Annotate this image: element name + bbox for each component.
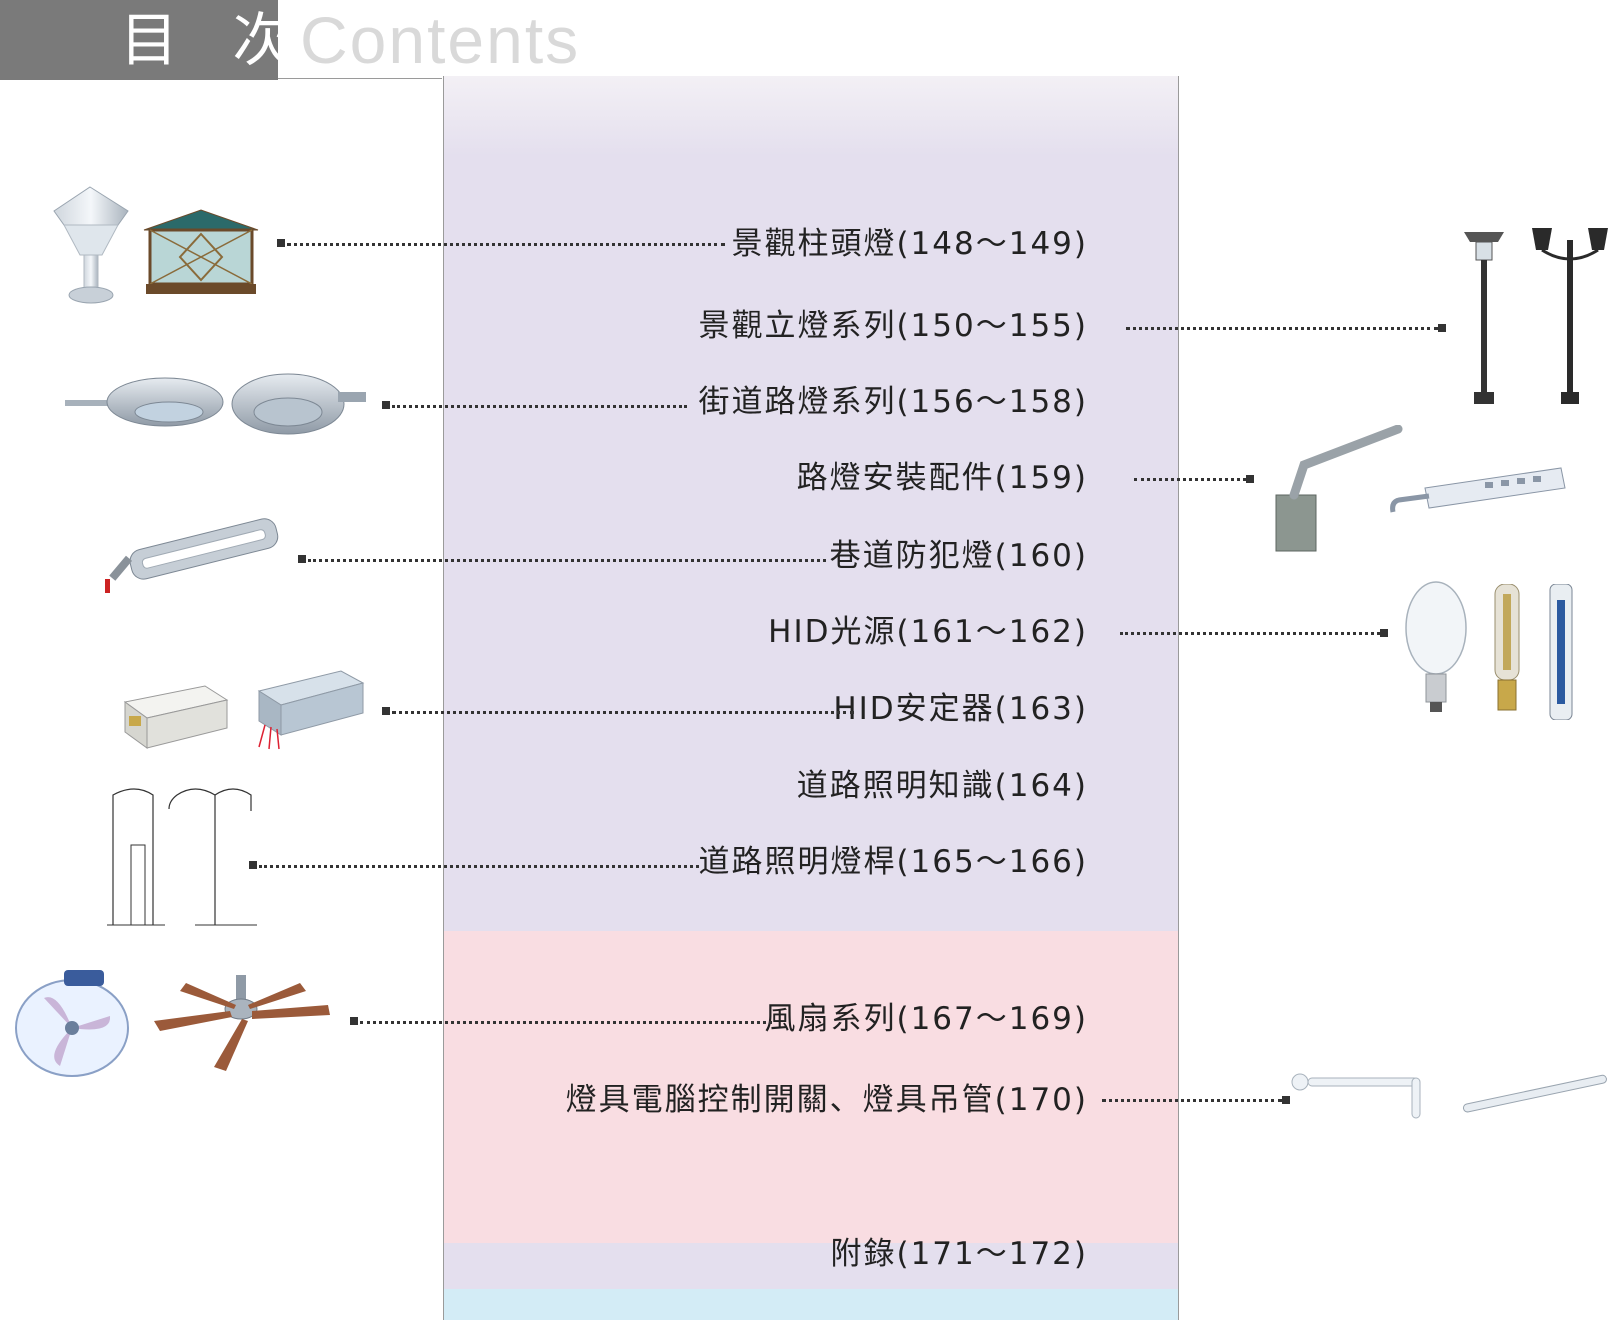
leader-line <box>308 559 826 562</box>
toc-entry-road-lighting-knowledge[interactable]: 道路照明知識(164) <box>796 768 1088 804</box>
ceiling-fan-icon <box>154 975 330 1071</box>
hid-bulb-icon <box>1549 584 1573 720</box>
toc-entry-hid-light-source[interactable]: HID光源(161～162) <box>768 614 1088 650</box>
hanging-pipe-icon <box>1462 1074 1607 1113</box>
leader-marker <box>298 555 306 563</box>
lamp-bracket-icon <box>1390 467 1566 513</box>
toc-entry-hid-ballast[interactable]: HID安定器(163) <box>833 691 1088 727</box>
header-box <box>0 0 278 80</box>
band-fans <box>444 931 1178 1243</box>
leader-marker <box>249 861 257 869</box>
toc-entry-alley-lamp[interactable]: 巷道防犯燈(160) <box>829 538 1088 574</box>
page-title: 目 次 <box>120 6 309 74</box>
band-lighting <box>444 76 1178 931</box>
toc-entry-fans[interactable]: 風扇系列(167～169) <box>764 1001 1088 1037</box>
leader-marker <box>1246 475 1254 483</box>
column-head-lamp-icon <box>53 186 129 304</box>
leader-line <box>1120 632 1380 635</box>
leader-marker <box>350 1017 358 1025</box>
alley-lamp-icon <box>105 518 279 593</box>
street-lamp-head-icon <box>231 373 366 435</box>
lamp-bracket-icon <box>1275 425 1403 552</box>
leader-line <box>1102 1099 1282 1102</box>
toc-entry-appendix[interactable]: 附錄(171～172) <box>830 1236 1088 1272</box>
band-spacer <box>444 1243 1178 1289</box>
hid-bulb-icon <box>1405 581 1467 712</box>
contents-panel <box>443 76 1179 1320</box>
leader-marker <box>1438 324 1446 332</box>
band-appendix <box>444 1289 1178 1320</box>
ballast-icon <box>257 670 365 750</box>
leader-marker <box>382 401 390 409</box>
toc-entry-landscape-pole-lamp[interactable]: 景觀立燈系列(150～155) <box>698 308 1088 344</box>
street-lamp-head-icon <box>65 377 224 427</box>
lamp-pole-drawing-icon <box>107 788 257 926</box>
page-subtitle: Contents <box>300 3 581 77</box>
leader-line <box>392 405 687 408</box>
leader-line <box>360 1021 772 1024</box>
hanging-pipe-icon <box>1291 1073 1421 1119</box>
garden-pole-lamp-icon <box>1532 228 1608 404</box>
pillar-lantern-icon <box>143 209 259 294</box>
leader-line <box>1126 327 1438 330</box>
leader-line <box>1134 478 1246 481</box>
hid-bulb-icon <box>1494 584 1520 711</box>
toc-entry-lamp-accessories[interactable]: 路燈安裝配件(159) <box>796 460 1088 496</box>
toc-entry-road-lighting-pole[interactable]: 道路照明燈桿(165～166) <box>698 844 1088 880</box>
toc-entry-street-lamp[interactable]: 街道路燈系列(156～158) <box>698 384 1088 420</box>
ballast-icon <box>123 685 229 749</box>
leader-marker <box>1380 629 1388 637</box>
header-rule <box>278 78 442 79</box>
toc-entry-column-head-lamp[interactable]: 景觀柱頭燈(148～149) <box>731 226 1088 262</box>
leader-line <box>287 243 725 246</box>
leader-marker <box>1282 1096 1290 1104</box>
leader-line <box>392 711 854 714</box>
leader-marker <box>382 707 390 715</box>
leader-marker <box>277 239 285 247</box>
leader-line <box>259 865 699 868</box>
wall-fan-icon <box>15 970 129 1077</box>
toc-entry-computer-switch-pipe[interactable]: 燈具電腦控制開關、燈具吊管(170) <box>565 1082 1088 1118</box>
garden-pole-lamp-icon <box>1464 232 1504 404</box>
